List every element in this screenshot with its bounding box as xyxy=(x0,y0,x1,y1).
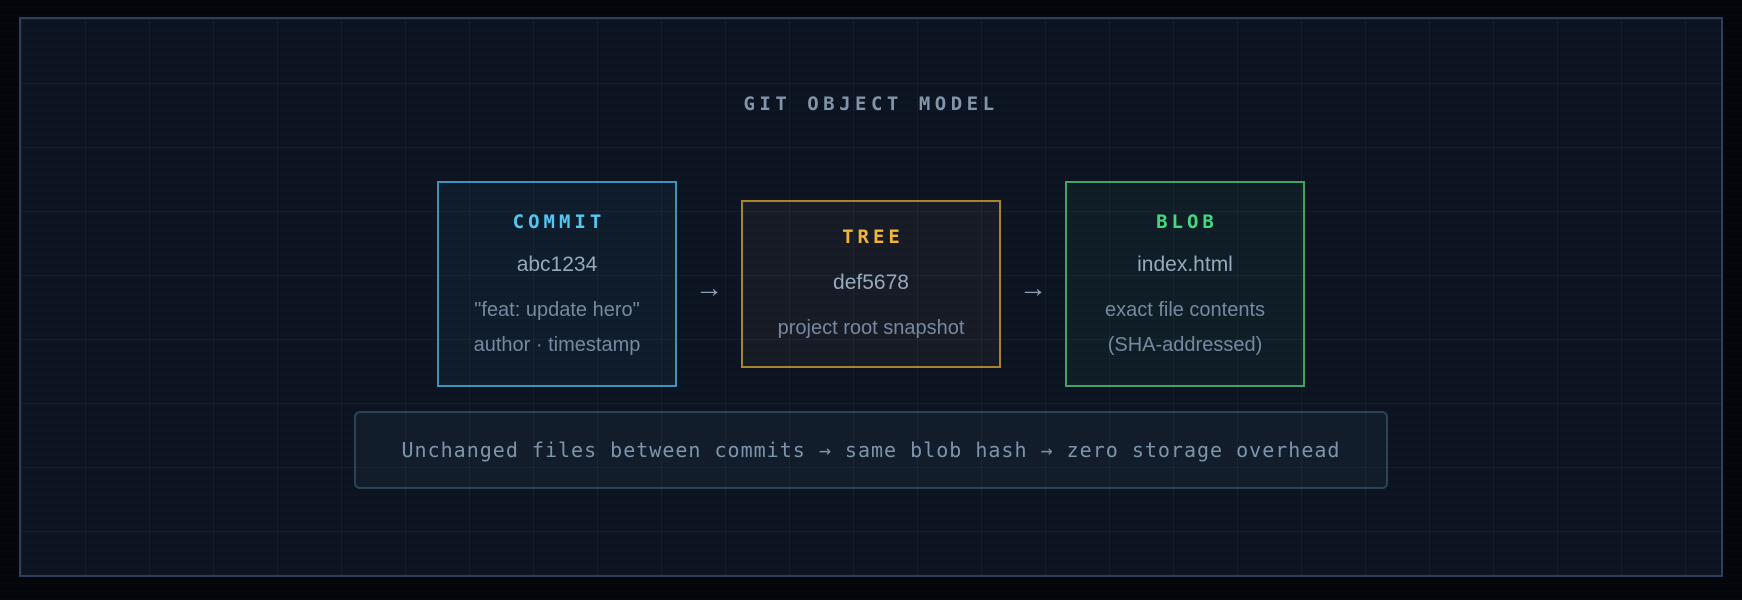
tree-description: project root snapshot xyxy=(777,317,965,339)
blob-filename: index.html xyxy=(1137,253,1233,276)
diagram-panel: GIT OBJECT MODEL COMMIT abc1234 "feat: u… xyxy=(19,17,1723,577)
commit-meta: author · timestamp xyxy=(473,334,641,356)
diagram-title: GIT OBJECT MODEL xyxy=(743,93,999,115)
note-text: Unchanged files between commits → same b… xyxy=(401,438,1341,462)
blob-description: exact file contents xyxy=(1104,299,1266,321)
tree-node: TREE def5678 project root snapshot xyxy=(741,200,1001,368)
commit-message: "feat: update hero" xyxy=(474,299,640,321)
commit-node-label: COMMIT xyxy=(512,211,606,233)
arrow-tree-to-blob-icon: → xyxy=(1019,272,1047,303)
blob-node: BLOB index.html exact file contents (SHA… xyxy=(1065,181,1305,387)
blob-addressing-note: (SHA-addressed) xyxy=(1107,334,1263,356)
blob-node-label: BLOB xyxy=(1156,211,1218,233)
tree-node-label: TREE xyxy=(842,226,904,248)
commit-hash: abc1234 xyxy=(516,253,598,276)
arrow-commit-to-tree-icon: → xyxy=(695,272,723,303)
object-row: COMMIT abc1234 "feat: update hero" autho… xyxy=(21,181,1721,387)
commit-node: COMMIT abc1234 "feat: update hero" autho… xyxy=(437,181,677,387)
tree-hash: def5678 xyxy=(833,271,909,294)
note-box: Unchanged files between commits → same b… xyxy=(354,411,1388,489)
